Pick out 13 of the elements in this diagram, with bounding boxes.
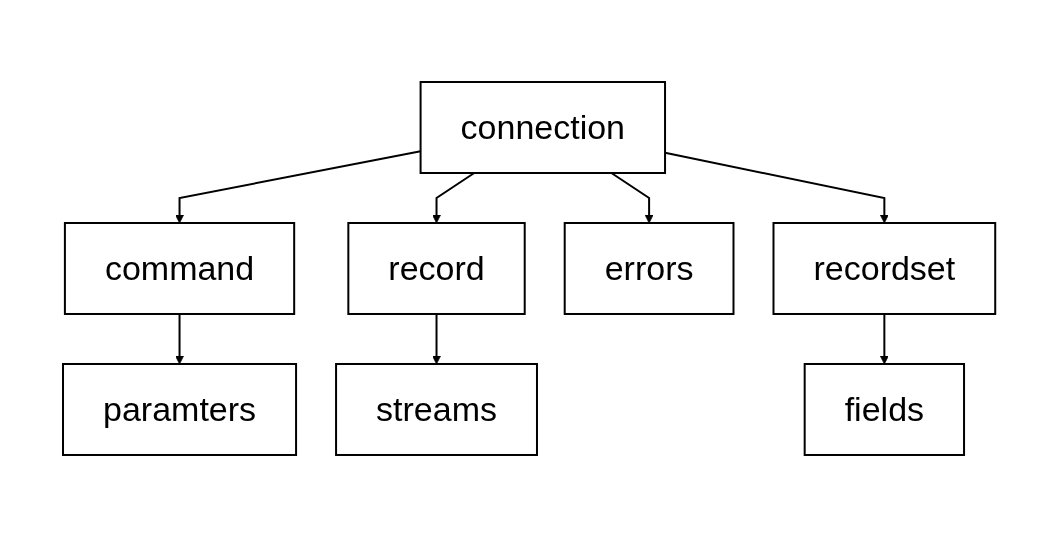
node-box: streams <box>335 363 539 456</box>
arrow <box>880 313 890 365</box>
node-box: fields <box>804 363 966 456</box>
node-box: recordset <box>772 222 997 315</box>
arrow <box>610 172 654 224</box>
node-box: connection <box>419 81 667 174</box>
node-box: errors <box>564 222 735 315</box>
arrow <box>432 313 442 365</box>
arrow <box>432 172 476 224</box>
node-box: record <box>347 222 527 315</box>
node-box: paramters <box>62 363 298 456</box>
arrow <box>175 313 185 365</box>
node-box: command <box>64 222 296 315</box>
